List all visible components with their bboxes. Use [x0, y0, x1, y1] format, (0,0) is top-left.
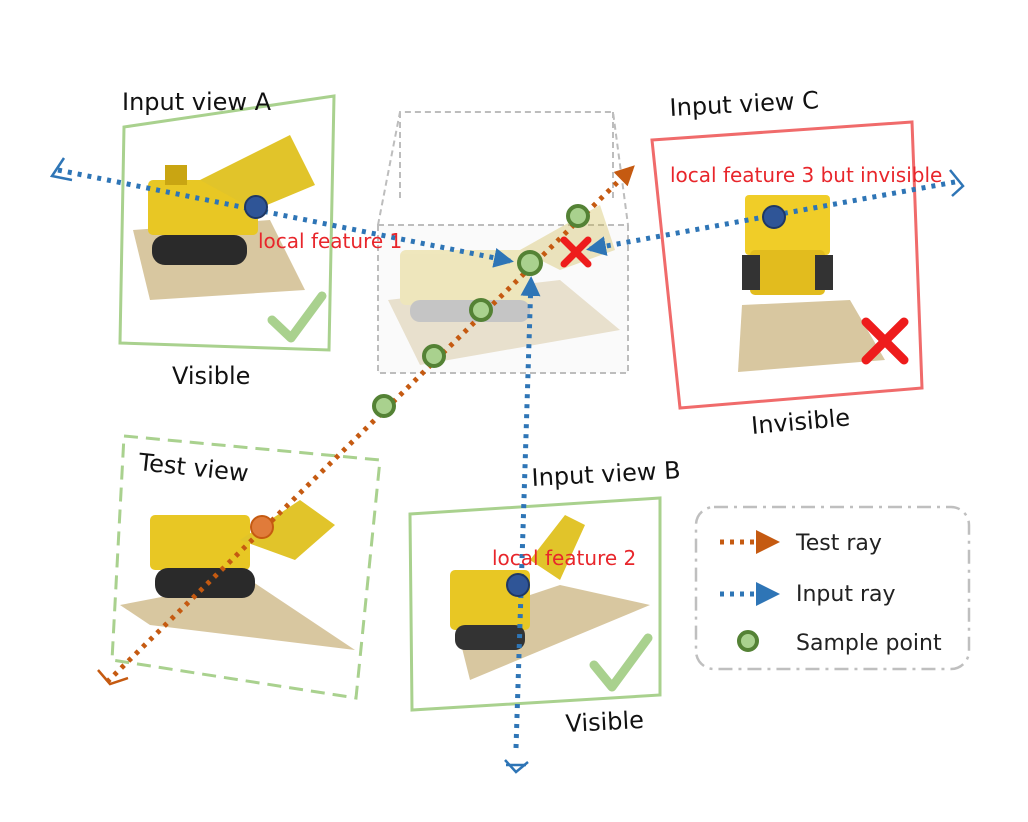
input-view-c: Input view C Invisible	[650, 86, 924, 440]
cross-icon-c	[861, 317, 909, 365]
input-ray-a-camera-icon	[49, 157, 73, 182]
check-icon-b	[589, 633, 653, 692]
test-view: Test view	[110, 434, 382, 700]
bulldozer-image-a	[133, 135, 315, 300]
input-view-b-label: Input view B	[531, 456, 681, 492]
sample-point	[566, 204, 590, 228]
occlusion-cross-icon	[560, 236, 592, 268]
input-view-a-label: Input view A	[122, 88, 272, 116]
local-feature-point-a	[244, 195, 268, 219]
sample-points	[372, 204, 590, 418]
visible-b-label: Visible	[565, 706, 645, 738]
sample-point	[517, 250, 543, 276]
bulldozer-image-b	[450, 515, 650, 680]
test-ray	[105, 165, 635, 684]
legend-input-ray-label: Input ray	[796, 582, 896, 607]
local-feature-point-c	[762, 205, 786, 229]
test-view-point	[250, 515, 274, 539]
input-view-b: Input view B Visible	[408, 456, 681, 738]
legend: Test ray Input ray Sample point	[694, 505, 971, 671]
local-feature-3-label: local feature 3 but invisible	[670, 163, 942, 187]
input-ray-c	[586, 179, 956, 256]
visible-a-label: Visible	[172, 362, 250, 390]
invisible-c-label: Invisible	[750, 403, 851, 440]
input-view-a: Input view A Visible	[118, 88, 336, 390]
local-feature-point-b	[506, 573, 530, 597]
legend-sample-point-label: Sample point	[796, 631, 942, 656]
input-ray-c-camera-icon	[949, 169, 965, 197]
bulldozer-image-test	[120, 500, 355, 650]
input-view-c-label: Input view C	[669, 86, 820, 122]
local-feature-2-label: local feature 2	[492, 546, 636, 570]
sample-point	[422, 344, 446, 368]
legend-sample-point-swatch	[737, 630, 759, 652]
input-ray-b	[513, 276, 541, 749]
sample-point	[469, 298, 493, 322]
test-ray-camera-icon	[97, 669, 129, 686]
sample-point	[372, 394, 396, 418]
local-feature-1-label: local feature 1	[258, 229, 402, 253]
input-ray-a	[57, 167, 514, 268]
scene-volume	[377, 111, 629, 374]
check-icon-a	[267, 291, 327, 343]
legend-test-ray-label: Test ray	[795, 531, 882, 556]
